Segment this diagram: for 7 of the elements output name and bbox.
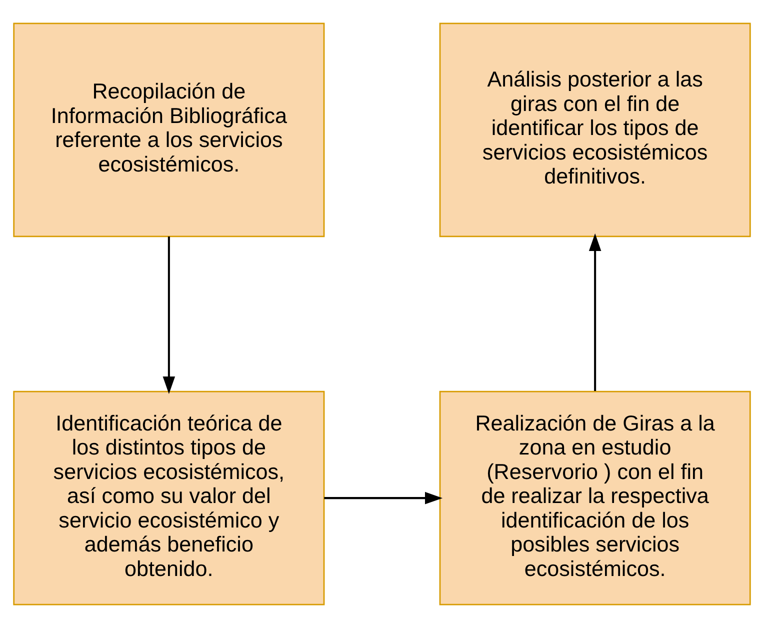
arrow	[324, 492, 443, 504]
node-box: Identificación teórica de los distintos tipos de servicios ecosistémicos, así como su valor del servicio ecosistémico y además beneficio obtenido.	[13, 390, 325, 606]
node-box: Recopilación de Información Bibliográfica referente a los servicios ecosistémicos.	[13, 22, 325, 238]
node-box: Análisis posterior a las giras con el fin de identificar los tipos de servicios ecosistémicos definitivos.	[439, 22, 751, 238]
node-box: Realización de Giras a la zona en estudio (Reservorio ) con el fin de realizar la respectiva identificación de los posibles servicios ecosistémicos.	[439, 390, 751, 606]
arrow	[588, 233, 602, 391]
arrow	[162, 236, 176, 394]
